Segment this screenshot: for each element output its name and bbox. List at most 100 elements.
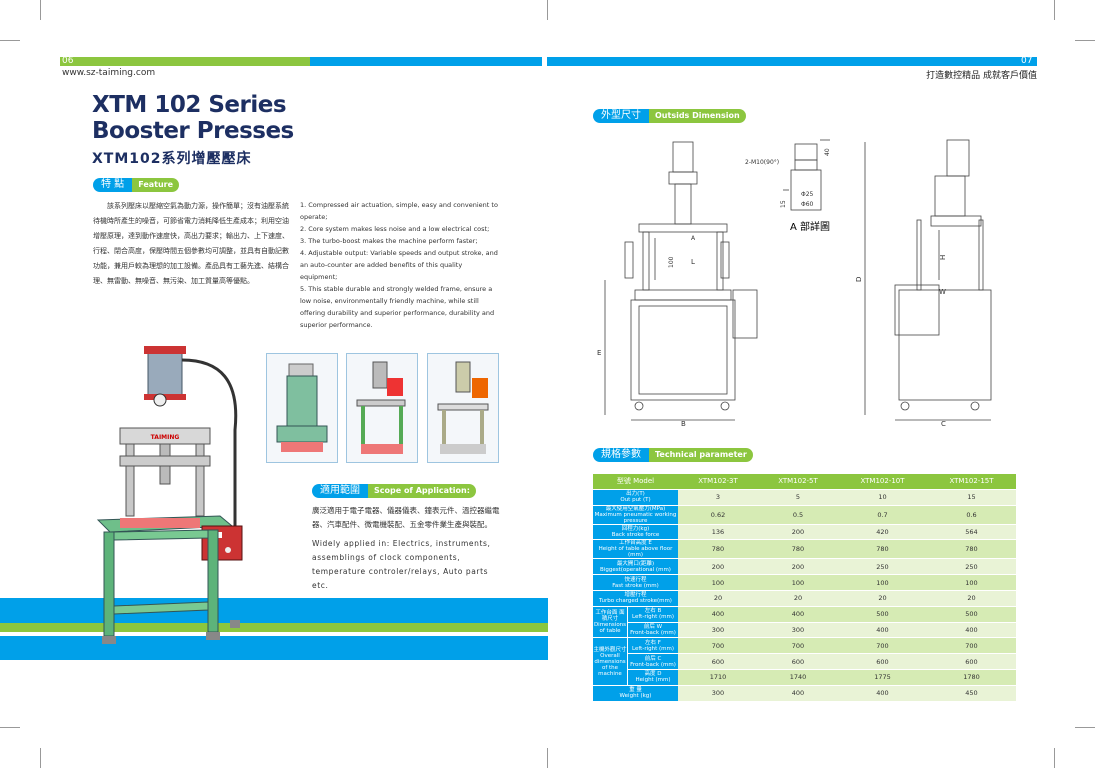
detail-a-label: A 部詳圖 bbox=[790, 220, 830, 233]
dimension-drawing: E B L 100 A 2-M10(90°) 40 Φ25 Φ60 15 A 部… bbox=[597, 139, 992, 428]
outside-dimension-heading: 外型尺寸 Outsids Dimension bbox=[593, 109, 746, 123]
table-cell: 100 bbox=[926, 574, 1016, 591]
table-row: 回程力(kg)Back stroke force 136 200 420 564 bbox=[593, 524, 1016, 541]
website-url: www.sz-taiming.com bbox=[62, 68, 156, 78]
table-cell: 300 bbox=[678, 685, 758, 702]
top-bar-blue-right bbox=[547, 57, 1037, 66]
bottom-band-white bbox=[0, 632, 548, 636]
dim-A: A bbox=[691, 235, 696, 242]
row-label: 最大開口(距離)Biggest(operational (mm) bbox=[593, 558, 678, 576]
page-number-right: 07 bbox=[1021, 56, 1033, 66]
feature-label-en: Feature bbox=[132, 178, 180, 192]
product-photo-1 bbox=[266, 353, 338, 463]
table-cell: 15 bbox=[926, 489, 1016, 506]
table-cell: 20 bbox=[926, 590, 1016, 607]
table-cell: 420 bbox=[838, 524, 927, 541]
row-label: 最大使用空氣壓力(MPa)Maximum pneumatic working p… bbox=[593, 505, 678, 525]
header-cell: XTM102-15T bbox=[926, 474, 1016, 490]
header-cell: XTM102-10T bbox=[838, 474, 927, 490]
feature-item: 2. Core system makes less noise and a lo… bbox=[300, 225, 490, 233]
table-cell: 1710 bbox=[678, 669, 758, 686]
feature-item: 4. Adjustable output: Variable speeds an… bbox=[300, 249, 498, 281]
table-cell: 0.7 bbox=[838, 505, 927, 525]
table-cell: 600 bbox=[678, 653, 758, 670]
feature-text-cn: 該系列壓床以壓縮空氣為動力源，操作簡單；沒有油壓系統待機時所產生的噪音，可節省電… bbox=[93, 202, 289, 285]
spec-label-en: Technical parameter bbox=[649, 448, 753, 462]
crop-mark bbox=[0, 40, 20, 41]
table-cell: 780 bbox=[838, 539, 927, 560]
table-row: 出力(T)Out put (T) 3 5 10 15 bbox=[593, 489, 1016, 506]
brand-label: TAIMING bbox=[151, 434, 180, 441]
table-cell: 400 bbox=[838, 685, 927, 702]
scope-heading: 適用範圍 Scope of Application: bbox=[312, 484, 476, 498]
product-photo-2 bbox=[346, 353, 418, 463]
title-line-1: XTM 102 Series bbox=[92, 92, 287, 118]
spec-label-cn: 規格參數 bbox=[593, 448, 649, 462]
crop-mark bbox=[1075, 727, 1095, 728]
feature-list-en: 1. Compressed air actuation, simple, eas… bbox=[300, 199, 498, 331]
scope-text-cn: 廣泛適用于電子電器、儀器儀表、鐘表元件、溫控器繼電器、汽車配件、微電機裝配、五金… bbox=[312, 506, 500, 529]
product-title-cn: XTM102系列增壓壓床 bbox=[92, 151, 252, 167]
table-cell: 500 bbox=[838, 606, 927, 623]
table-cell: 780 bbox=[678, 539, 758, 560]
crop-mark bbox=[0, 727, 20, 728]
dim-H: H bbox=[939, 255, 947, 260]
table-cell: 700 bbox=[758, 637, 838, 655]
table-cell: 0.62 bbox=[678, 505, 758, 525]
dim-B: B bbox=[681, 420, 686, 428]
table-cell: 400 bbox=[758, 685, 838, 702]
feature-item: 5. This stable durable and strongly weld… bbox=[300, 285, 495, 329]
table-row: 最大開口(距離)Biggest(operational (mm) 200 200… bbox=[593, 558, 1016, 576]
crop-mark bbox=[1054, 748, 1055, 768]
crop-mark bbox=[40, 0, 41, 20]
dim-100: 100 bbox=[668, 256, 675, 268]
table-cell: 600 bbox=[838, 653, 927, 670]
table-cell: 20 bbox=[838, 590, 927, 607]
dim-E: E bbox=[597, 349, 601, 357]
crop-mark bbox=[1075, 40, 1095, 41]
scope-label-en: Scope of Application: bbox=[368, 484, 476, 498]
table-cell: 600 bbox=[926, 653, 1016, 670]
dim-W: W bbox=[939, 288, 946, 296]
table-cell: 300 bbox=[678, 622, 758, 639]
crop-mark bbox=[547, 0, 548, 20]
group-label-table: 工作台面 面積尺寸 Dimensions of table bbox=[593, 606, 628, 639]
table-cell: 400 bbox=[678, 606, 758, 623]
scope-label-cn: 適用範圍 bbox=[312, 484, 368, 498]
table-cell: 200 bbox=[758, 558, 838, 576]
bottom-band-green bbox=[0, 623, 548, 632]
bottom-band-blue-2 bbox=[0, 636, 548, 660]
table-cell: 200 bbox=[678, 558, 758, 576]
table-cell: 20 bbox=[758, 590, 838, 607]
top-bar-green bbox=[60, 57, 310, 66]
table-cell: 400 bbox=[758, 606, 838, 623]
table-cell: 780 bbox=[926, 539, 1016, 560]
dim-L: L bbox=[691, 258, 695, 266]
table-cell: 100 bbox=[838, 574, 927, 591]
table-cell: 5 bbox=[758, 489, 838, 506]
crop-mark bbox=[1054, 0, 1055, 20]
table-cell: 1780 bbox=[926, 669, 1016, 686]
table-cell: 500 bbox=[926, 606, 1016, 623]
table-cell: 20 bbox=[678, 590, 758, 607]
table-cell: 200 bbox=[758, 524, 838, 541]
table-cell: 780 bbox=[758, 539, 838, 560]
table-cell: 1775 bbox=[838, 669, 927, 686]
table-cell: 1740 bbox=[758, 669, 838, 686]
table-cell: 700 bbox=[926, 637, 1016, 655]
dim-C: C bbox=[941, 420, 946, 428]
